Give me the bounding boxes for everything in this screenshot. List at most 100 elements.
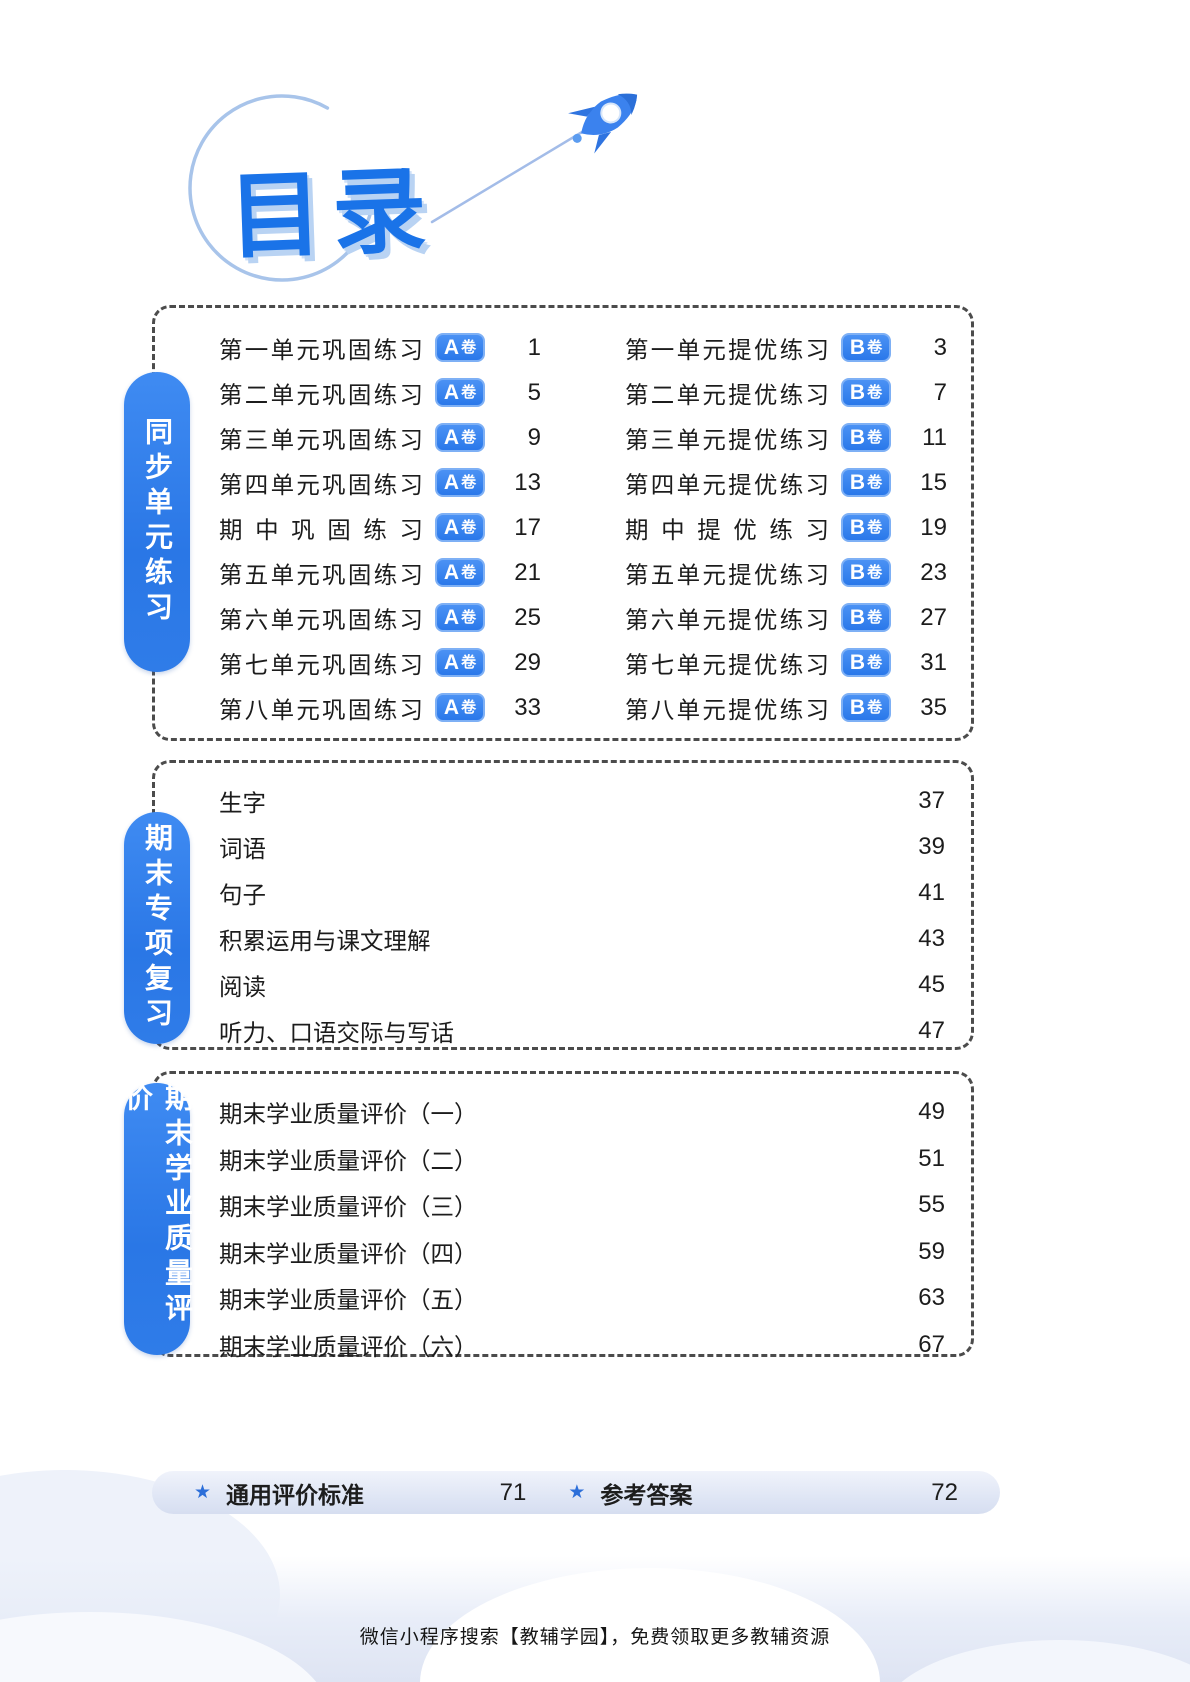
toc-row-title: 期末学业质量评价（四） — [219, 1240, 478, 1267]
toc-page-number: 35 — [920, 693, 947, 721]
toc-row-title: 期中巩固练习 — [219, 516, 423, 543]
toc-page-number: 27 — [920, 603, 947, 631]
rocket-trail-line — [430, 124, 594, 224]
toc-row: 期末学业质量评价（一） 49 — [219, 1089, 945, 1136]
toc-row: 积累运用与课文理解 43 — [219, 916, 945, 962]
toc-row-title: 期末学业质量评价（五） — [219, 1287, 478, 1314]
toc-page-number: 45 — [918, 971, 945, 998]
toc-row-title: 第三单元巩固练习 — [219, 426, 423, 453]
page-title: 目录 — [226, 157, 439, 270]
toc-page-number: 43 — [918, 925, 945, 952]
toc-row-title: 积累运用与课文理解 — [219, 928, 431, 954]
star-icon: ★ — [194, 1482, 212, 1503]
toc-row-title: 第五单元巩固练习 — [219, 561, 423, 588]
toc-row-title: 第四单元提优练习 — [625, 471, 829, 498]
toc-row-title: 第七单元巩固练习 — [219, 651, 423, 678]
toc-page-number: 55 — [918, 1191, 945, 1219]
toc-page-number: 31 — [920, 648, 947, 676]
toc-row-title: 期末学业质量评价（六） — [219, 1333, 478, 1360]
toc-page-number: 41 — [918, 879, 945, 906]
toc-page-number: 23 — [920, 558, 947, 586]
toc-row: 阅读 45 — [219, 962, 945, 1008]
toc-row-title: 词语 — [219, 836, 266, 862]
toc-page-number: 33 — [514, 693, 541, 721]
toc-row-title: 第二单元提优练习 — [625, 381, 829, 408]
toc-row-title: 第八单元提优练习 — [625, 696, 829, 723]
star-icon: ★ — [568, 1482, 586, 1503]
summary-page-number: 72 — [931, 1478, 958, 1506]
toc-page-number: 47 — [918, 1017, 945, 1044]
toc-page-number: 49 — [918, 1098, 945, 1126]
section-tab-sync-units: 同步单元练习 — [124, 372, 190, 672]
toc-row: 听力、口语交际与写话 47 — [219, 1008, 945, 1054]
toc-row-title: 句子 — [219, 882, 266, 908]
toc-row: 期末学业质量评价（四） 59 — [219, 1229, 945, 1276]
section-tab-final-eval: 期末学业质量评价 — [122, 1083, 193, 1355]
toc-row-title: 听力、口语交际与写话 — [219, 1020, 454, 1046]
toc-row-title: 第五单元提优练习 — [625, 561, 829, 588]
rocket-icon — [568, 93, 638, 154]
header-art — [188, 93, 638, 282]
toc-page-number: 9 — [527, 423, 541, 451]
toc-row: 期末学业质量评价（五） 63 — [219, 1275, 945, 1322]
toc-page-number: 19 — [920, 513, 947, 541]
toc-page-number: 15 — [920, 468, 947, 496]
toc-page-number: 39 — [918, 833, 945, 860]
toc-row-title: 第七单元提优练习 — [625, 651, 829, 678]
toc-page-number: 37 — [918, 787, 945, 814]
summary-label: 参考答案 — [600, 1481, 693, 1508]
toc-page-number: 59 — [918, 1237, 945, 1265]
toc-page-number: 3 — [933, 333, 947, 361]
toc-page-number: 63 — [918, 1284, 945, 1312]
toc-row-title: 第一单元提优练习 — [625, 336, 829, 363]
toc-row-title: 第二单元巩固练习 — [219, 381, 423, 408]
toc-row-title: 期末学业质量评价（一） — [219, 1101, 478, 1128]
summary-item: ★ 参考答案 72 — [568, 1476, 958, 1510]
toc-row-title: 期中提优练习 — [625, 516, 829, 543]
toc-row: 词语 39 — [219, 824, 945, 870]
toc-page-number: 7 — [933, 378, 947, 406]
toc-page-number: 21 — [514, 558, 541, 586]
toc-page-number: 1 — [527, 333, 541, 361]
toc-row-title: 期末学业质量评价（三） — [219, 1194, 478, 1221]
toc-page-number: 51 — [918, 1144, 945, 1172]
toc-page-number: 29 — [514, 648, 541, 676]
toc-page-number: 67 — [918, 1330, 945, 1358]
summary-page-number: 71 — [499, 1478, 527, 1506]
toc-row-title: 阅读 — [219, 974, 266, 1000]
circle-ring-icon — [188, 94, 376, 282]
toc-page-number: 13 — [514, 468, 541, 496]
toc-row: 期末学业质量评价（六） 67 — [219, 1322, 945, 1369]
